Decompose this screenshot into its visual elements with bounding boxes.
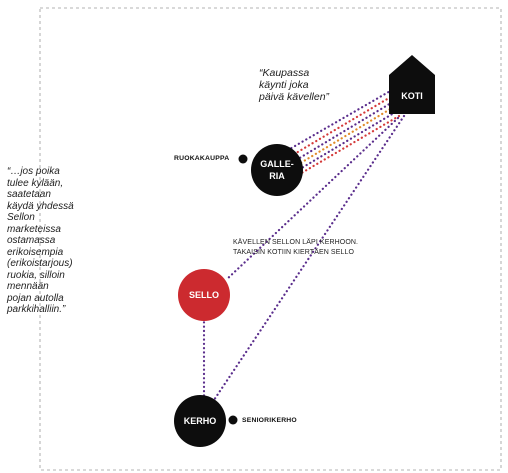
- quote-side-line: käydä yhdessä: [7, 200, 74, 212]
- quote-side-line: “…jos poika: [7, 166, 60, 177]
- sello-node: SELLO: [178, 269, 230, 321]
- koti-house-icon: KOTI: [389, 55, 435, 114]
- quote-top: “Kaupassa käynti joka päivä kävellen”: [259, 67, 379, 103]
- galleria-label-line2: RIA: [269, 171, 285, 181]
- seniorikerho-label: SENIORIKERHO: [242, 417, 297, 424]
- route-note-line: KÄVELLEN SELLON LÄPI KERHOON.: [233, 239, 359, 246]
- galleria-label-line1: GALLE-: [260, 159, 294, 169]
- kerho-label: KERHO: [184, 416, 217, 426]
- quote-top-line: “Kaupassa: [259, 67, 310, 79]
- quote-side-line: marketeissa: [7, 223, 61, 235]
- sello-label: SELLO: [189, 290, 219, 300]
- route-note: KÄVELLEN SELLON LÄPI KERHOON. TAKAISIN K…: [233, 238, 383, 258]
- quote-side-line: Sellon: [7, 212, 35, 223]
- seniorikerho-dot: [228, 415, 238, 425]
- quote-side-line: parkkihalliin.”: [7, 304, 66, 315]
- route-koti-kerho: [212, 114, 406, 402]
- quote-top-line: päivä kävellen”: [259, 91, 330, 103]
- quote-side-line: ruokia, silloin: [7, 269, 65, 281]
- dashed-frame: [39, 7, 502, 471]
- quote-side-line: pojan autolla: [7, 292, 64, 304]
- quote-side-line: saatetaan: [7, 189, 51, 200]
- route-note-line: TAKAISIN KOTIIN KIERTÄEN SELLO: [233, 249, 354, 256]
- quote-side: “…jos poika tulee kylään, saatetaan käyd…: [7, 166, 125, 316]
- quote-side-line: tulee kylään,: [7, 177, 64, 189]
- quote-side-line: mennään: [7, 281, 49, 292]
- route-koti-galleria: [286, 88, 401, 180]
- ruokakauppa-dot: [238, 154, 248, 164]
- koti-label: KOTI: [401, 91, 423, 101]
- quote-side-line: ostamassa: [7, 235, 56, 246]
- ruokakauppa-label: RUOKAKAUPPA: [174, 155, 230, 162]
- quote-top-line: käynti joka: [259, 79, 309, 91]
- galleria-node: GALLE- RIA: [251, 144, 303, 196]
- route-koti-sello: [224, 116, 400, 282]
- kerho-node: KERHO: [174, 395, 226, 447]
- quote-side-line: erikoisempia: [7, 246, 64, 258]
- quote-side-line: (erikoistarjous): [7, 258, 73, 269]
